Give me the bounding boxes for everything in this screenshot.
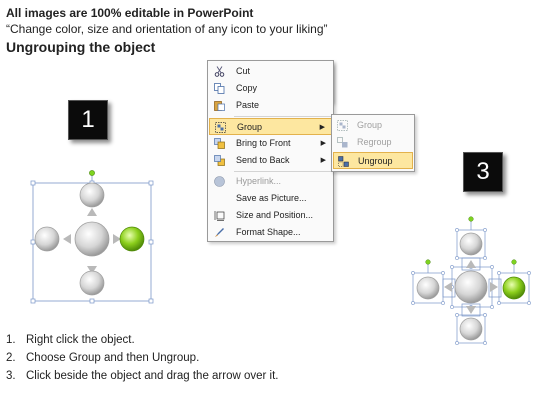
submenu-item-ungroup[interactable]: Ungroup: [333, 152, 413, 169]
group-submenu: Group Regroup Ungroup: [331, 114, 415, 172]
hyperlink-icon: [214, 176, 225, 187]
step-badge-1: 1: [68, 100, 108, 140]
menu-item-copy[interactable]: Copy: [209, 80, 332, 97]
menu-item-hyperlink[interactable]: Hyperlink...: [209, 173, 332, 190]
paste-icon: [214, 101, 225, 111]
step-number: 2.: [6, 352, 16, 364]
step-badge-3: 3: [463, 152, 503, 192]
context-menu: Cut Copy Paste Group ▶ Bring to Front ▶ …: [207, 60, 334, 242]
top-circle: [459, 232, 483, 256]
menu-item-paste[interactable]: Paste: [209, 97, 332, 114]
menu-label: Cut: [236, 66, 251, 76]
center-circle: [74, 221, 110, 257]
page-title: Ungrouping the object: [6, 39, 156, 55]
bring-to-front-icon: [214, 138, 225, 149]
menu-item-size-and-position[interactable]: Size and Position...: [209, 207, 332, 224]
rotate-handles[interactable]: [425, 216, 517, 265]
step-item: 1. Right click the object.: [6, 331, 279, 349]
header-editable-note: All images are 100% editable in PowerPoi…: [6, 6, 254, 20]
menu-item-group[interactable]: Group ▶: [209, 118, 332, 135]
header-tagline: “Change color, size and orientation of a…: [6, 22, 328, 36]
menu-item-save-as-picture[interactable]: Save as Picture...: [209, 190, 332, 207]
arrow-icons: [444, 260, 498, 314]
step-item: 2. Choose Group and then Ungroup.: [6, 349, 279, 367]
submenu-arrow-icon: ▶: [319, 124, 325, 131]
submenu-arrow-icon: ▶: [320, 140, 326, 147]
step-item: 3. Click beside the object and drag the a…: [6, 367, 279, 385]
menu-label: Size and Position...: [236, 210, 314, 220]
format-shape-icon: [215, 228, 224, 237]
submenu-label: Ungroup: [358, 156, 393, 166]
menu-separator: [234, 171, 331, 172]
menu-item-bring-to-front[interactable]: Bring to Front ▶: [209, 135, 332, 152]
menu-label: Format Shape...: [236, 227, 301, 237]
right-green-circle: [502, 276, 526, 300]
menu-label: Paste: [236, 100, 260, 110]
submenu-item-regroup[interactable]: Regroup: [333, 134, 413, 151]
left-circle: [416, 276, 440, 300]
submenu-item-group[interactable]: Group: [333, 117, 413, 134]
menu-item-send-to-back[interactable]: Send to Back ▶: [209, 152, 332, 169]
step-text: Click beside the object and drag the arr…: [26, 370, 279, 382]
group-icon: [337, 120, 348, 131]
menu-label: Send to Back: [236, 155, 290, 165]
left-circle: [34, 226, 60, 252]
ungroup-icon: [338, 156, 349, 167]
submenu-label: Regroup: [357, 137, 392, 147]
send-to-back-icon: [214, 155, 225, 166]
menu-item-cut[interactable]: Cut: [209, 63, 332, 80]
group-icon: [215, 122, 226, 133]
step-number: 1.: [6, 334, 16, 346]
rotate-handle[interactable]: [89, 170, 95, 176]
copy-icon: [214, 83, 225, 94]
menu-label: Copy: [236, 83, 258, 93]
ungrouped-diagram[interactable]: [410, 215, 540, 351]
submenu-arrow-icon: ▶: [320, 157, 326, 164]
step-text: Right click the object.: [26, 334, 135, 346]
instruction-steps: 1. Right click the object. 2. Choose Group…: [6, 331, 279, 385]
arrow-icons: [63, 208, 121, 274]
grouped-diagram[interactable]: [30, 168, 154, 304]
size-position-icon: [214, 211, 225, 221]
menu-label: Save as Picture...: [236, 193, 307, 203]
step-number: 3.: [6, 370, 16, 382]
regroup-icon: [337, 137, 348, 148]
bottom-circle: [459, 317, 483, 341]
right-green-circle: [119, 226, 145, 252]
submenu-label: Group: [357, 120, 383, 130]
menu-label: Bring to Front: [236, 138, 291, 148]
menu-label: Hyperlink...: [236, 176, 282, 186]
menu-item-format-shape[interactable]: Format Shape...: [209, 224, 332, 241]
center-circle: [454, 270, 488, 304]
menu-label: Group: [237, 122, 263, 132]
scissors-icon: [214, 66, 225, 77]
top-circle: [79, 182, 105, 208]
bottom-circle: [79, 270, 105, 296]
menu-separator: [234, 116, 331, 117]
step-text: Choose Group and then Ungroup.: [26, 352, 200, 364]
